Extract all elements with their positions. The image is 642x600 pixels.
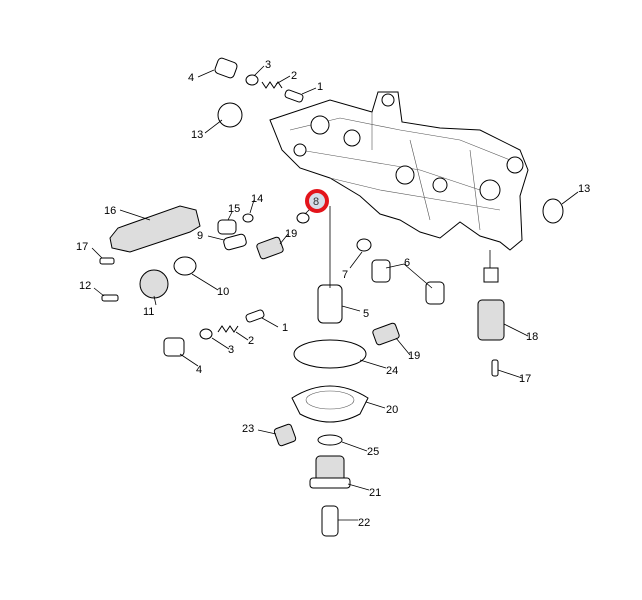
- bracket-11: [139, 269, 169, 299]
- plug-4-top: [214, 57, 238, 79]
- plunger-22: [321, 505, 339, 537]
- callout-11[interactable]: 11: [143, 306, 154, 318]
- callout-13[interactable]: 13: [191, 129, 203, 141]
- callout-13-right[interactable]: 13: [578, 183, 590, 195]
- callout-8[interactable]: 8: [313, 196, 319, 208]
- callout-17[interactable]: 17: [76, 241, 88, 253]
- callout-21[interactable]: 21: [369, 487, 381, 499]
- connector-23: [273, 423, 297, 447]
- callout-23[interactable]: 23: [242, 423, 254, 435]
- callout-5[interactable]: 5: [363, 308, 369, 320]
- o-ring-3-bottom: [199, 328, 213, 340]
- spring-2-top: [261, 81, 283, 89]
- fitting-19-left: [256, 236, 284, 260]
- callout-10[interactable]: 10: [217, 286, 229, 298]
- cap-13-right: [542, 198, 564, 224]
- sensor-18: [477, 267, 505, 341]
- o-ring-3-top: [245, 74, 259, 86]
- highlight-ring: [305, 189, 329, 213]
- callout-24[interactable]: 24: [386, 365, 398, 377]
- callout-19[interactable]: 19: [285, 228, 297, 240]
- seal-14: [242, 213, 254, 223]
- callout-15[interactable]: 15: [228, 203, 240, 215]
- callout-20[interactable]: 20: [386, 404, 398, 416]
- callout-6[interactable]: 6: [404, 257, 410, 269]
- callout-17-right[interactable]: 17: [519, 373, 531, 385]
- valve-21: [309, 455, 351, 489]
- plug-15: [217, 219, 237, 235]
- callout-16[interactable]: 16: [104, 205, 116, 217]
- callout-14[interactable]: 14: [251, 193, 263, 205]
- callout-2[interactable]: 2: [291, 70, 297, 82]
- plunger-1-top: [284, 89, 304, 103]
- callout-19-right[interactable]: 19: [408, 350, 420, 362]
- piston-5: [317, 284, 343, 324]
- callout-1-lower[interactable]: 1: [282, 322, 288, 334]
- plunger-1-bottom: [245, 309, 265, 323]
- fitting-19-right: [372, 322, 400, 346]
- callout-18[interactable]: 18: [526, 331, 538, 343]
- callout-1[interactable]: 1: [317, 81, 323, 93]
- o-ring-24: [293, 339, 367, 369]
- callout-4-lower[interactable]: 4: [196, 364, 202, 376]
- bolt-17-left: [99, 257, 115, 265]
- valve-9: [223, 233, 247, 251]
- o-ring-10: [173, 256, 197, 276]
- seal-7: [356, 238, 372, 252]
- callout-22[interactable]: 22: [358, 517, 370, 529]
- leader-lines: [91, 65, 579, 521]
- callout-25[interactable]: 25: [367, 446, 379, 458]
- cap-13-left: [217, 102, 243, 128]
- valve-body-housing: [269, 91, 529, 251]
- callout-3-lower[interactable]: 3: [228, 344, 234, 356]
- callout-7[interactable]: 7: [342, 269, 348, 281]
- ring-19-top: [296, 212, 310, 224]
- callout-9[interactable]: 9: [197, 230, 203, 242]
- spring-2-bottom: [217, 325, 239, 333]
- o-ring-25: [317, 434, 343, 446]
- cover-20: [291, 385, 369, 423]
- sleeve-6b: [425, 281, 445, 305]
- sleeve-6a: [371, 259, 391, 283]
- solenoid-16: [109, 205, 201, 253]
- callout-3[interactable]: 3: [265, 59, 271, 71]
- bolt-12: [101, 294, 119, 302]
- plug-4-bottom: [163, 337, 185, 357]
- callout-12[interactable]: 12: [79, 280, 91, 292]
- bolt-17-right: [491, 359, 499, 377]
- callout-2-lower[interactable]: 2: [248, 335, 254, 347]
- callout-4[interactable]: 4: [188, 72, 194, 84]
